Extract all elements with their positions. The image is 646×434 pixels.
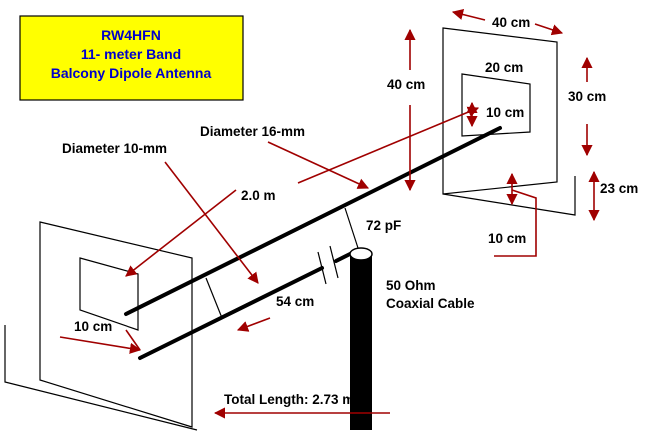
label-diameter-16: Diameter 16-mm [200,124,305,139]
arrow-54cm [236,317,271,332]
label-right-10cm-inner: 10 cm [486,105,524,120]
title-line-3: Balcony Dipole Antenna [51,65,212,81]
title-box [19,15,244,101]
label-diameter-10: Diameter 10-mm [62,141,167,156]
capacitor-symbol [317,245,339,285]
left-plate [4,221,198,431]
title-line-1: RW4HFN [101,27,161,43]
arrow-diam10 [164,161,259,284]
label-length-2m: 2.0 m [241,188,276,203]
label-left-10cm: 10 cm [74,319,112,334]
arrow-40-left [451,9,486,21]
title-line-2: 11- meter Band [81,46,181,62]
arrow-left-10cm-a [59,336,142,354]
upper-element [124,126,502,316]
arrow-diam16 [267,141,370,189]
label-right-40cm-side: 40 cm [387,77,425,92]
label-coax-cable: Coaxial Cable [386,296,475,311]
label-coax-impedance: 50 Ohm [386,278,436,293]
label-capacitor: 72 pF [366,218,401,233]
label-total-length: Total Length: 2.73 m [224,392,354,407]
label-right-40cm-top: 40 cm [492,15,530,30]
dimension-arrows [59,9,600,419]
label-right-30cm: 30 cm [568,89,606,104]
arrow-2m-left [125,189,237,277]
coax-cable [349,247,373,430]
label-right-10cm-bottom: 10 cm [488,231,526,246]
lower-element-left [138,266,324,360]
label-right-20cm: 20 cm [485,60,523,75]
arrow-10cm-bottom-leader [494,189,537,257]
arrow-2m-right [297,106,480,184]
label-right-23cm: 23 cm [600,181,638,196]
arrow-left-10cm-b [125,329,141,351]
label-segment-54cm: 54 cm [276,294,314,309]
arrow-40-right [534,23,564,36]
right-plate [442,27,576,216]
